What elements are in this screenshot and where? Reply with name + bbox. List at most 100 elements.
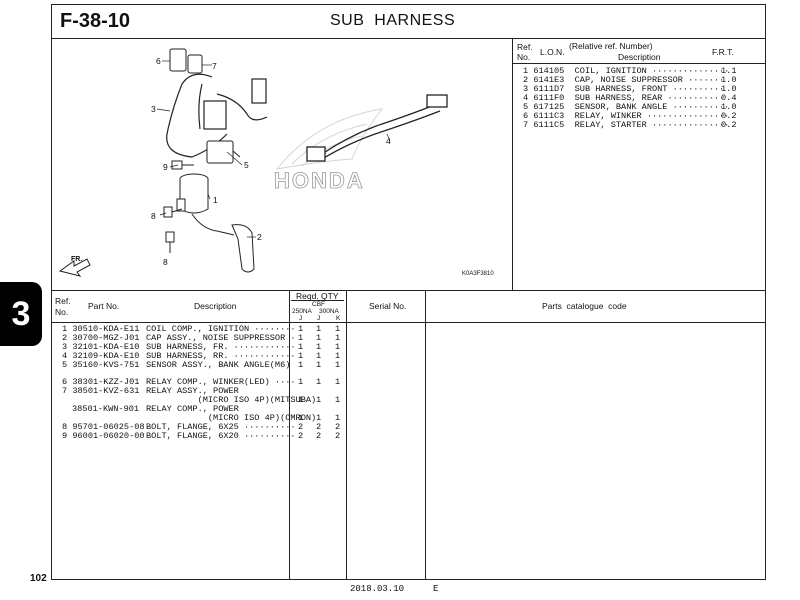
ref-header-frt: F.R.T. [712, 47, 734, 57]
ref-header-desc-top: (Relative ref. Number) [569, 41, 653, 51]
table-row: 38501-KWN-901 [72, 404, 140, 414]
table-row-q3: 1 [335, 413, 341, 423]
page-number: 102 [30, 573, 47, 584]
table-row-q2: 1 [316, 395, 322, 405]
ref-table-header-divider [513, 63, 766, 64]
ref-header-no: No. [517, 52, 531, 62]
table-row-q1: 1 [298, 413, 304, 423]
table-row-desc: SUB HARNESS, RR. ············ [146, 351, 296, 361]
table-row: 8 95701-06025-08 [62, 422, 145, 432]
table-row-q3: 1 [335, 377, 341, 387]
table-row-q1: 2 [298, 422, 304, 432]
section-tab: 3 [0, 282, 42, 346]
ref-row-frt: 1.0 [721, 75, 737, 85]
flange-bolt-8a [163, 206, 183, 218]
parts-header-catalogue: Parts catalogue code [542, 301, 627, 311]
ref-row: 4 6111F0 SUB HARNESS, REAR ··········· [523, 93, 725, 103]
table-row-q2: 1 [316, 342, 322, 352]
table-row-q2: 1 [316, 377, 322, 387]
table-row-desc: COIL COMP., IGNITION ········ [146, 324, 296, 334]
table-row-q3: 1 [335, 333, 341, 343]
table-row-q2: 2 [316, 431, 322, 441]
callout-7: 7 [212, 61, 217, 71]
table-row-q2: 1 [316, 413, 322, 423]
table-row-q1: 2 [298, 431, 304, 441]
flange-bolt-8b [165, 231, 175, 253]
table-row-desc: CAP ASSY., NOISE SUPPRESSOR · [146, 333, 296, 343]
callout-1: 1 [213, 195, 218, 205]
ref-row: 1 614105 COIL, IGNITION ··············· [523, 66, 730, 76]
winker-relay [169, 48, 203, 74]
parts-col-divider-qty [346, 291, 347, 580]
table-row-desc: SUB HARNESS, FR. ············ [146, 342, 296, 352]
callout-3: 3 [151, 104, 156, 114]
table-row-desc: (MICRO ISO 4P)(MITSUBA) [146, 395, 317, 405]
parts-header-part-no: Part No. [88, 301, 120, 311]
illustration-code: K0A3F3810 [462, 271, 494, 277]
table-row-q3: 2 [335, 422, 341, 432]
table-row-q1: 1 [298, 351, 304, 361]
rear-sub-harness [306, 94, 448, 162]
parts-header-reqd-qty: Reqd. QTY [296, 291, 339, 301]
ref-row-frt: 0.4 [721, 93, 737, 103]
ref-row: 2 6141E3 CAP, NOISE SUPPRESSOR ······· [523, 75, 725, 85]
bank-angle-sensor [206, 140, 241, 164]
table-row-q1: 1 [298, 377, 304, 387]
flange-bolt-9 [171, 160, 194, 170]
table-row: 5 35160-KVS-751 [62, 360, 140, 370]
table-row: 3 32101-KDA-E10 [62, 342, 140, 352]
footer-edition: E [433, 584, 439, 594]
front-direction-arrow [58, 258, 91, 277]
parts-header-ref: Ref. [55, 296, 71, 306]
table-row-desc: SENSOR ASSY., BANK ANGLE(M6) [146, 360, 291, 370]
table-row: 4 32109-KDA-E10 [62, 351, 140, 361]
honda-watermark: HONDA [274, 168, 365, 193]
leader-lines [156, 60, 391, 238]
ref-row-frt: 1.1 [721, 66, 737, 76]
table-row-desc: RELAY ASSY., POWER [146, 386, 239, 396]
diagram-bottom-divider [51, 290, 766, 291]
table-row-q3: 1 [335, 324, 341, 334]
table-row-q3: 2 [335, 431, 341, 441]
ref-row: 5 617125 SENSOR, BANK ANGLE ··········· [523, 102, 730, 112]
noise-suppressor-cap [216, 224, 255, 273]
parts-header-no: No. [55, 307, 69, 317]
parts-col-divider-serial [425, 291, 426, 580]
parts-header-300: 300NA [319, 308, 339, 315]
table-row: 9 96001-06020-00 [62, 431, 145, 441]
table-row: 1 30510-KDA-E11 [62, 324, 140, 334]
callout-9: 9 [163, 162, 168, 172]
parts-header-description: Description [194, 301, 237, 311]
table-row-desc: RELAY COMP., POWER [146, 404, 239, 414]
header-divider [51, 38, 766, 39]
table-row-q2: 2 [316, 422, 322, 432]
table-row: 7 38501-KVZ-631 [62, 386, 140, 396]
callout-4: 4 [386, 136, 391, 146]
page-frame [51, 4, 766, 580]
figure-code: F-38-10 [60, 10, 131, 32]
parts-header-serial: Serial No. [369, 301, 407, 311]
parts-header-model: CBF [312, 301, 325, 308]
table-row-q1: 1 [298, 395, 304, 405]
ref-row-frt: 1.0 [721, 84, 737, 94]
table-row-q3: 1 [335, 342, 341, 352]
table-row-q3: 1 [335, 351, 341, 361]
table-row-q2: 1 [316, 333, 322, 343]
table-row-q2: 1 [316, 351, 322, 361]
ref-header-lon: L.O.N. [540, 47, 565, 57]
parts-header-sub-k: K [336, 315, 341, 322]
ref-header-desc: Description [618, 52, 661, 62]
table-row-q3: 1 [335, 395, 341, 405]
ref-header-ref: Ref. [517, 42, 533, 52]
footer-date: 2018.03.10 [350, 584, 405, 594]
front-direction-label: FR. [71, 256, 83, 263]
table-row: 2 30700-MGZ-J01 [62, 333, 140, 343]
callout-6: 6 [156, 56, 161, 66]
table-row-desc: BOLT, FLANGE, 6X20 ·········· [146, 431, 296, 441]
table-row-desc: (MICRO ISO 4P)(OMRON) [146, 413, 317, 423]
parts-header-250: 250NA [292, 308, 312, 315]
table-row-q2: 1 [316, 360, 322, 370]
ref-row: 3 6111D7 SUB HARNESS, FRONT ·········· [523, 84, 725, 94]
ref-row: 7 6111C5 RELAY, STARTER ··············· [523, 120, 730, 130]
ref-row-frt: 1.0 [721, 102, 737, 112]
